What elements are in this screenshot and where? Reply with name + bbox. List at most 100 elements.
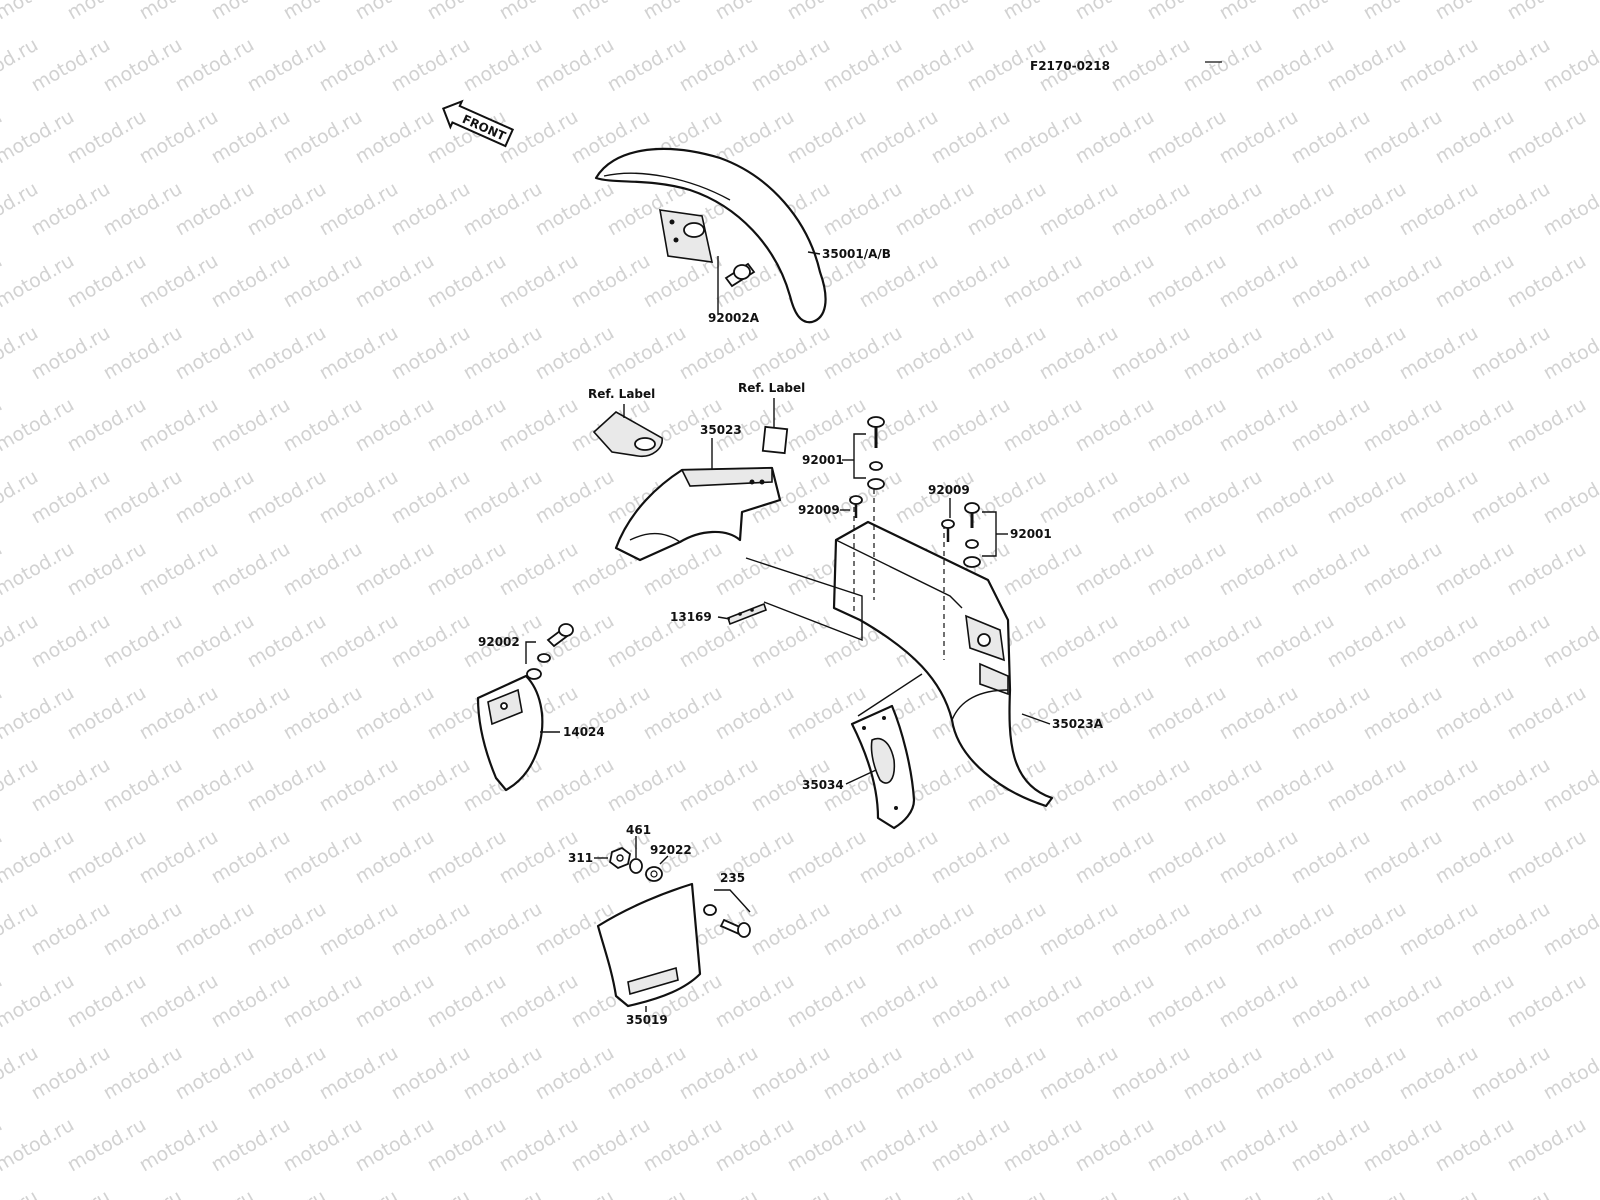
nut-311-icon — [609, 846, 631, 870]
watermark-text: motod.ru — [136, 1114, 222, 1177]
watermark-text: motod.ru — [1324, 1186, 1410, 1200]
watermark-text: motod.ru — [532, 1042, 618, 1105]
watermark-text: motod.ru — [1072, 826, 1158, 889]
watermark-text: motod.ru — [28, 34, 114, 97]
watermark-text: motod.ru — [352, 826, 438, 889]
watermark-text: motod.ru — [1108, 34, 1194, 97]
watermark-text: motod.ru — [1000, 106, 1086, 169]
watermark-text: motod.ru — [316, 754, 402, 817]
watermark-text: motod.ru — [172, 466, 258, 529]
watermark-text: motod.ru — [1216, 250, 1302, 313]
label-14024: 14024 — [563, 725, 605, 739]
watermark-text: motod.ru — [244, 610, 330, 673]
watermark-text: motod.ru — [1432, 538, 1518, 601]
watermark-text: motod.ru — [352, 250, 438, 313]
watermark-text: motod.ru — [784, 970, 870, 1033]
watermark-text: motod.ru — [748, 1186, 834, 1200]
watermark-text: motod.ru — [928, 970, 1014, 1033]
label-35001: 35001/A/B — [822, 247, 891, 261]
watermark-text: motod.ru — [1000, 250, 1086, 313]
watermark-text: motod.ru — [532, 466, 618, 529]
watermark-text: motod.ru — [316, 322, 402, 385]
watermark-text: motod.ru — [460, 178, 546, 241]
watermark-text: motod.ru — [388, 178, 474, 241]
screw-235-icon — [703, 904, 751, 938]
watermark-text: motod.ru — [964, 898, 1050, 961]
watermark-text: motod.ru — [244, 34, 330, 97]
label-92001-right: 92001 — [1010, 527, 1052, 541]
label-ref-label-right: Ref. Label — [738, 381, 805, 395]
watermark-text: motod.ru — [820, 898, 906, 961]
watermark-text: motod.ru — [100, 754, 186, 817]
watermark-text: motod.ru — [1468, 178, 1554, 241]
watermark-text: motod.ru — [1432, 106, 1518, 169]
watermark-text: motod.ru — [136, 826, 222, 889]
watermark-text: motod.ru — [172, 34, 258, 97]
watermark-text: motod.ru — [100, 322, 186, 385]
watermark-text: motod.ru — [1180, 754, 1266, 817]
label-311: 311 — [568, 851, 593, 865]
screw-92009-right-icon — [941, 519, 955, 542]
watermark-text: motod.ru — [532, 1186, 618, 1200]
diagram-code: F2170-0218 — [1030, 59, 1110, 73]
watermark-text: motod.ru — [1144, 394, 1230, 457]
watermark-text: motod.ru — [172, 322, 258, 385]
watermark-text: motod.ru — [1036, 322, 1122, 385]
watermark-text: motod.ru — [748, 1042, 834, 1105]
watermark-text: motod.ru — [1540, 178, 1600, 241]
watermark-text: motod.ru — [1144, 538, 1230, 601]
watermark-text: motod.ru — [1144, 106, 1230, 169]
watermark-text: motod.ru — [1432, 1114, 1518, 1177]
watermark-text: motod.ru — [1072, 970, 1158, 1033]
watermark-text: motod.ru — [712, 538, 798, 601]
watermark-text: motod.ru — [892, 1042, 978, 1105]
watermark-text: motod.ru — [208, 682, 294, 745]
watermark-text: motod.ru — [208, 394, 294, 457]
rear-fender — [832, 520, 1054, 808]
watermark-text: motod.ru — [892, 898, 978, 961]
watermark-text: motod.ru — [244, 1186, 330, 1200]
watermark-text: motod.ru — [0, 538, 78, 601]
watermark-text: motod.ru — [1216, 682, 1302, 745]
watermark-text: motod.ru — [316, 34, 402, 97]
label-92001-upper: 92001 — [802, 453, 844, 467]
watermark-text: motod.ru — [1396, 322, 1482, 385]
watermark-text: motod.ru — [280, 970, 366, 1033]
watermark-text: motod.ru — [1468, 754, 1554, 817]
watermark-text: motod.ru — [424, 538, 510, 601]
watermark-text: motod.ru — [244, 178, 330, 241]
watermark-text: motod.ru — [1468, 1186, 1554, 1200]
watermark-text: motod.ru — [1072, 1114, 1158, 1177]
watermark-text: motod.ru — [0, 250, 78, 313]
watermark-text: motod.ru — [1036, 898, 1122, 961]
watermark-text: motod.ru — [388, 1042, 474, 1105]
watermark-text: motod.ru — [532, 322, 618, 385]
label-461: 461 — [626, 823, 651, 837]
watermark-text: motod.ru — [1396, 34, 1482, 97]
watermark-text: motod.ru — [280, 106, 366, 169]
watermark-text: motod.ru — [1180, 322, 1266, 385]
watermark-text: motod.ru — [1072, 538, 1158, 601]
watermark-text: motod.ru — [1504, 250, 1590, 313]
watermark-text: motod.ru — [1360, 394, 1446, 457]
watermark-text: motod.ru — [244, 898, 330, 961]
watermark-text: motod.ru — [1540, 898, 1600, 961]
watermark-text: motod.ru — [640, 1114, 726, 1177]
watermark-text: motod.ru — [388, 754, 474, 817]
watermark-text: motod.ru — [712, 970, 798, 1033]
watermark-text: motod.ru — [1360, 250, 1446, 313]
watermark-text: motod.ru — [532, 178, 618, 241]
watermark-text: motod.ru — [1108, 754, 1194, 817]
watermark-text: motod.ru — [1504, 106, 1590, 169]
watermark-text: motod.ru — [892, 178, 978, 241]
cover-14024 — [476, 674, 544, 792]
label-92009-left: 92009 — [798, 503, 840, 517]
flap-35019 — [596, 882, 702, 1008]
watermark-text: motod.ru — [208, 826, 294, 889]
washer-461-icon — [629, 858, 643, 874]
watermark-text: motod.ru — [1252, 322, 1338, 385]
watermark-text: motod.ru — [1000, 970, 1086, 1033]
watermark-text: motod.ru — [1288, 250, 1374, 313]
watermark-text: motod.ru — [28, 178, 114, 241]
